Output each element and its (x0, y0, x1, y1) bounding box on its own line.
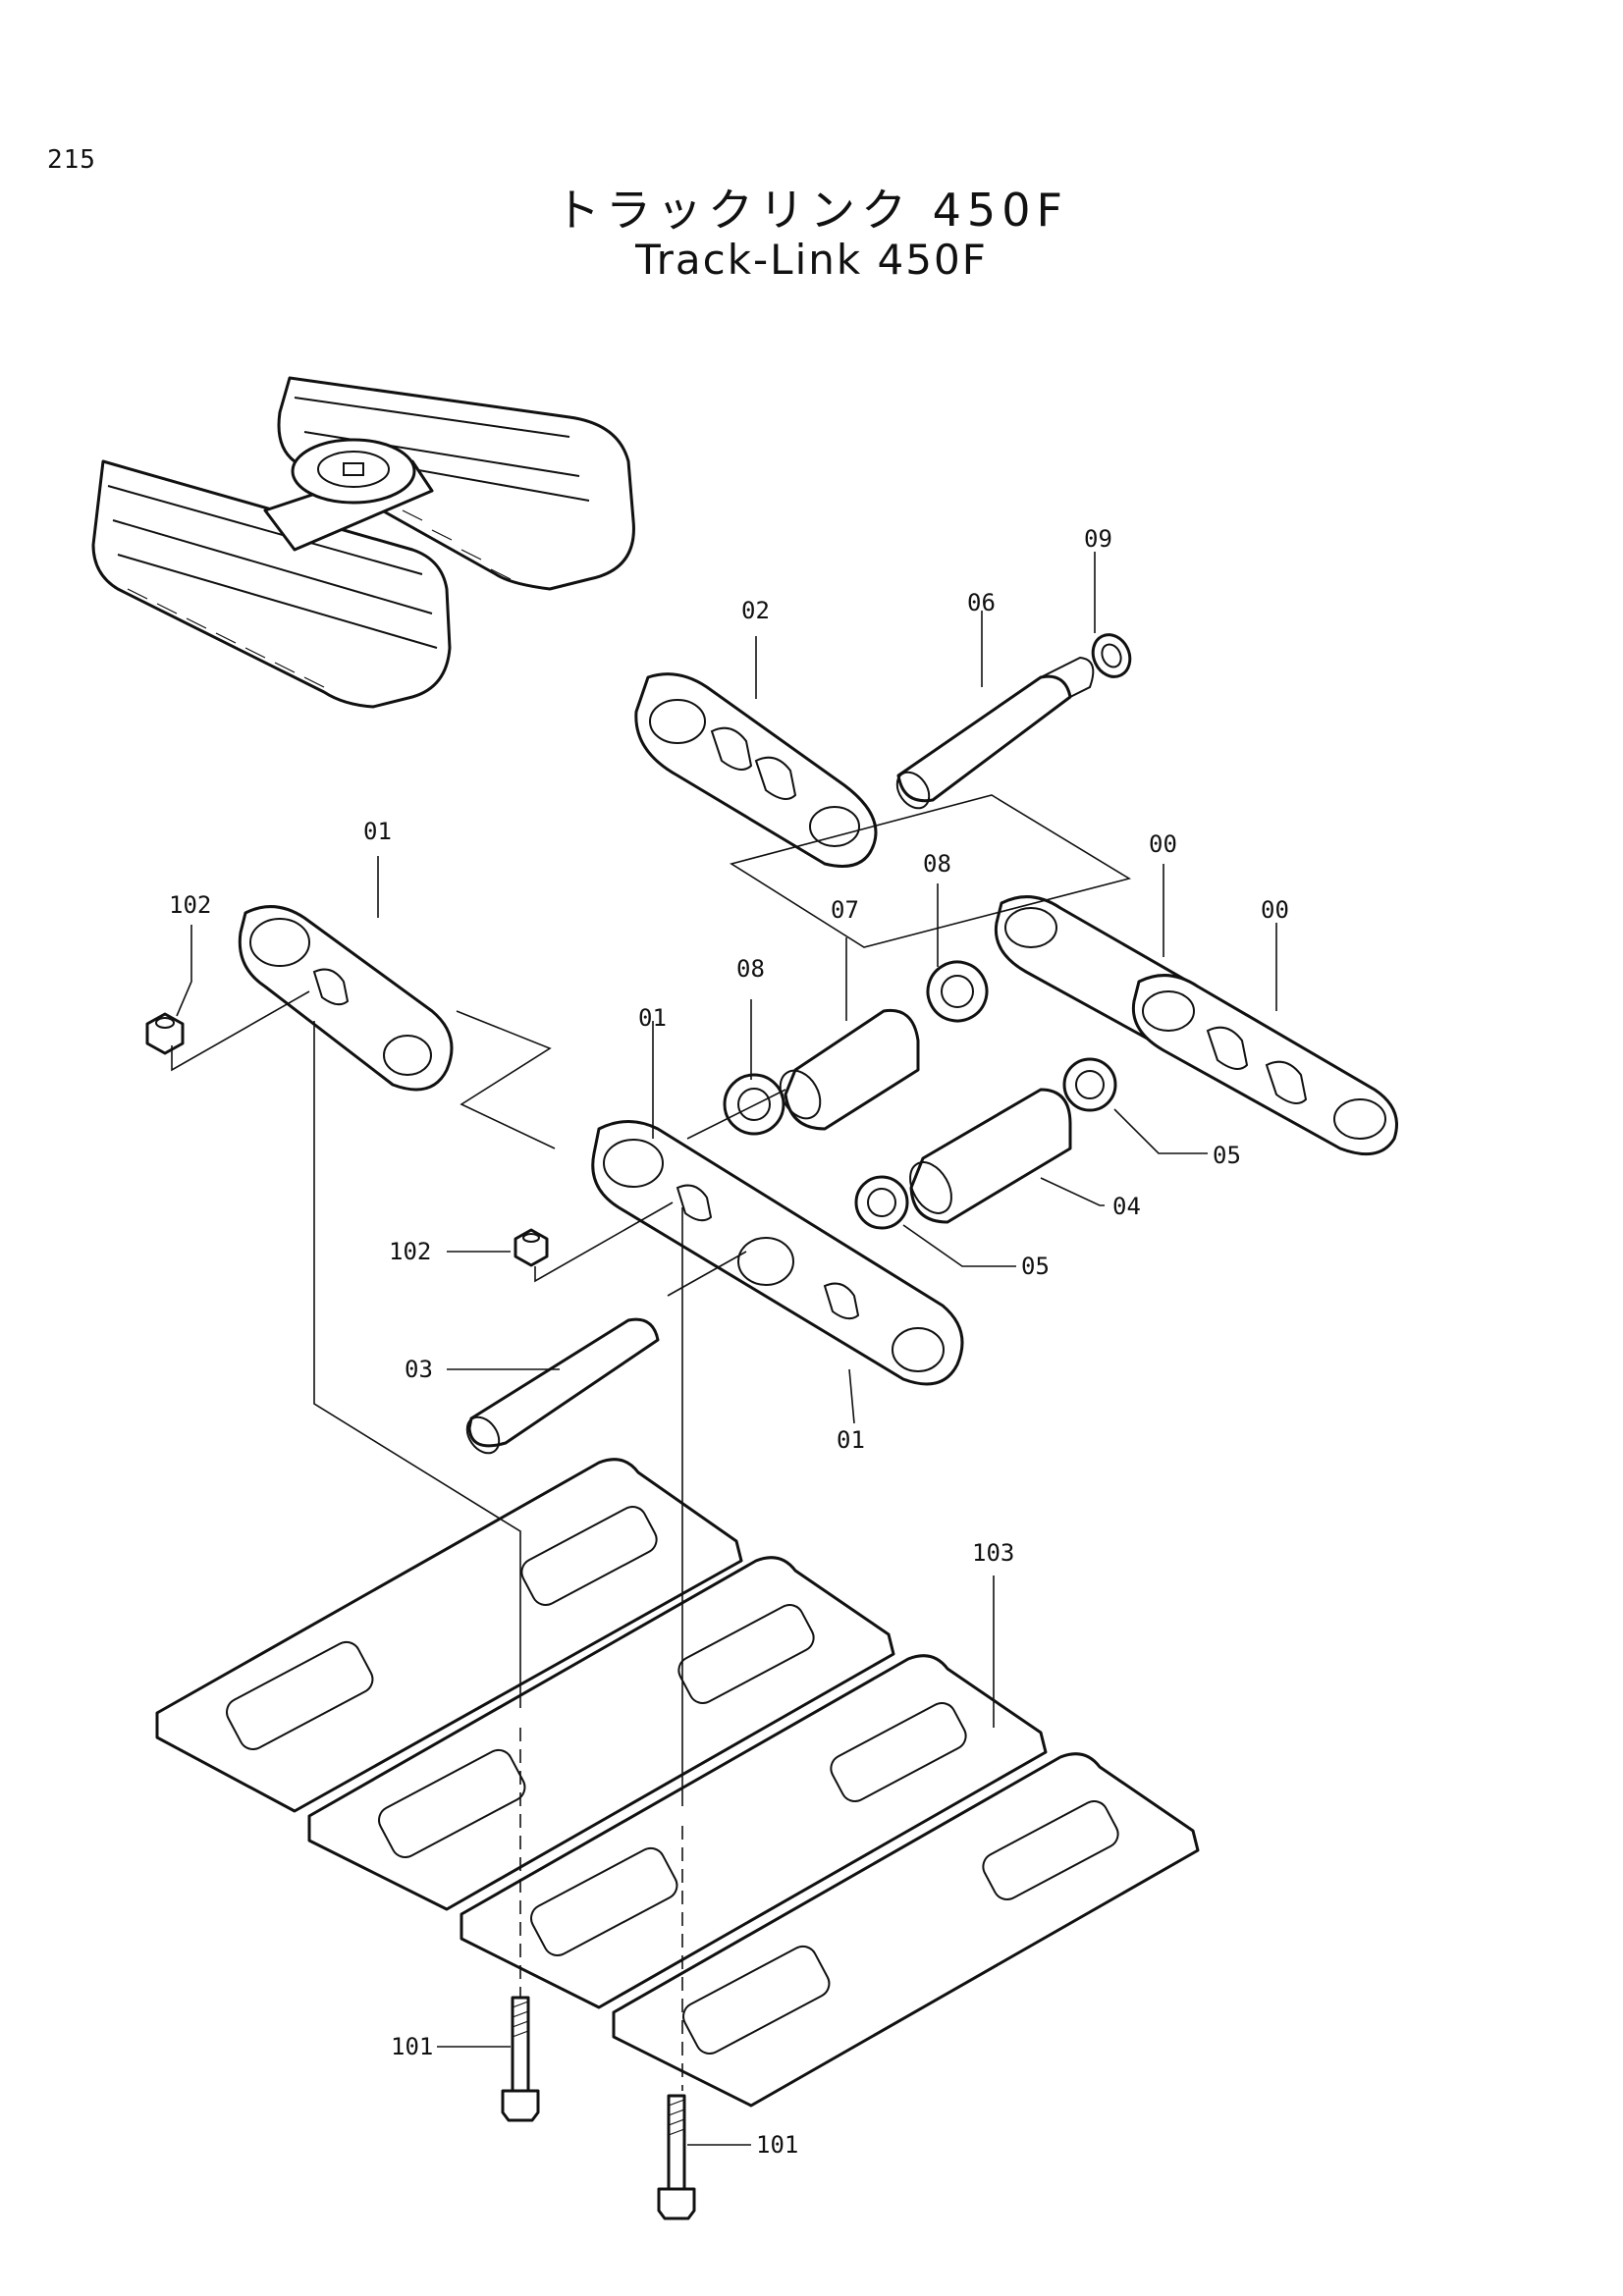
callout-103: 103 (972, 1539, 1014, 1567)
link-01-left (238, 905, 454, 1092)
seal-05 (854, 1057, 1117, 1230)
callout-05: 05 (1213, 1142, 1241, 1169)
pin-03 (465, 1317, 660, 1455)
callout-04: 04 (1112, 1193, 1141, 1220)
callout-08: 08 (736, 955, 765, 983)
master-link-00 (994, 895, 1398, 1156)
callout-02: 02 (741, 597, 770, 624)
callout-05: 05 (1021, 1253, 1050, 1280)
callout-01: 01 (638, 1004, 667, 1032)
title-english: Track-Link 450F (635, 236, 988, 284)
assembly-lines (171, 552, 1277, 2146)
seal-08 (723, 960, 989, 1136)
callout-101: 101 (391, 2033, 433, 2060)
callout-102: 102 (169, 891, 211, 919)
undercarriage-overview (91, 376, 635, 709)
callout-08: 08 (923, 850, 951, 878)
link-02 (634, 672, 878, 868)
callout-102: 102 (389, 1238, 431, 1265)
callout-01: 01 (837, 1426, 865, 1454)
callout-00: 00 (1261, 896, 1289, 924)
pin-06 (895, 656, 1095, 810)
nut-102 (145, 1012, 549, 1267)
callout-00: 00 (1149, 830, 1177, 858)
callout-06: 06 (967, 589, 996, 616)
bushing-07 (779, 1008, 920, 1131)
bushing-04 (909, 1088, 1072, 1224)
title-japanese: トラックリンク 450F (555, 184, 1068, 237)
track-shoes-103 (155, 1458, 1200, 2108)
callout-03: 03 (405, 1356, 433, 1383)
callout-09: 09 (1084, 525, 1112, 553)
bolt-101 (501, 1996, 696, 2220)
callout-101: 101 (756, 2131, 798, 2159)
snap-ring-09 (1091, 633, 1132, 678)
page-number: 215 (47, 145, 96, 175)
callout-labels: 09 02 06 01 00 08 102 07 00 08 01 05 04 … (169, 525, 1289, 2159)
link-01-centre (591, 1120, 964, 1386)
callout-01: 01 (363, 818, 392, 845)
callout-07: 07 (831, 896, 859, 924)
